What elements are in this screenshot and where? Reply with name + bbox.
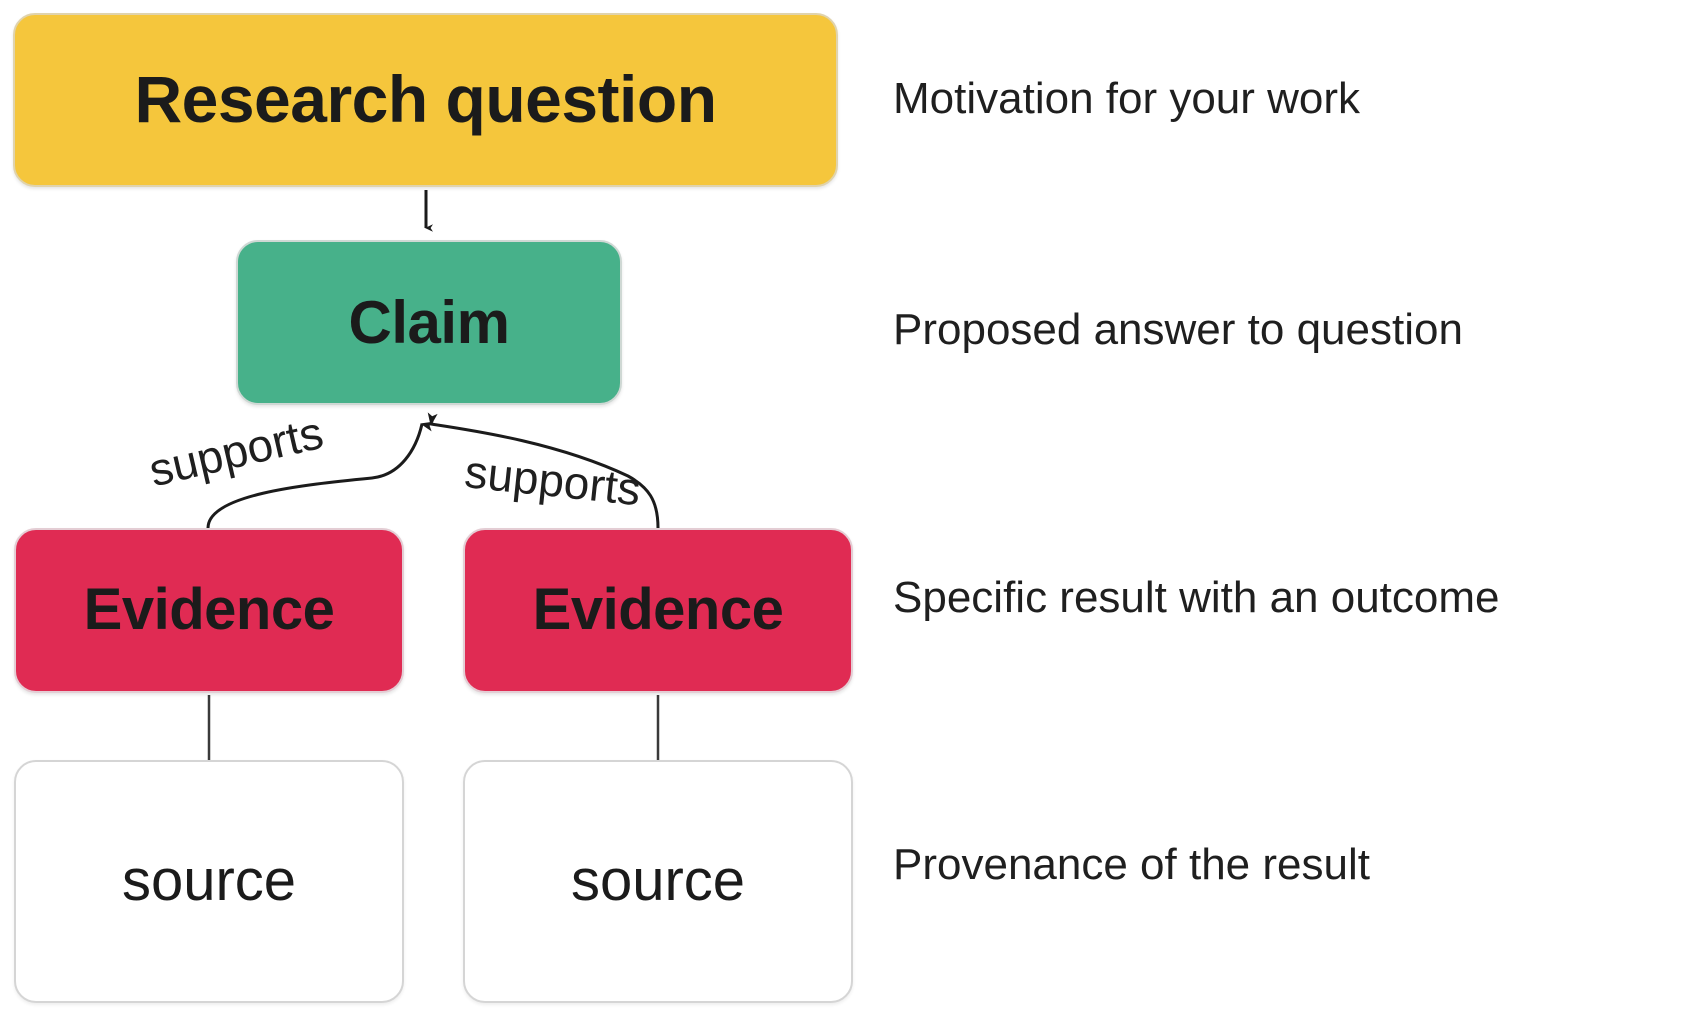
node-evidence-1-label: Evidence: [83, 577, 335, 643]
node-claim[interactable]: Claim: [236, 240, 622, 405]
legend-text-research-question: Motivation for your work: [893, 74, 1361, 123]
edge-label-supports-2: supports: [462, 445, 644, 516]
node-research-question-label: Research question: [134, 62, 717, 137]
node-source-2[interactable]: source: [463, 760, 853, 1003]
node-source-2-label: source: [570, 848, 746, 914]
legend-text-claim: Proposed answer to question: [893, 305, 1463, 354]
node-evidence-2-label: Evidence: [532, 577, 784, 643]
node-claim-label: Claim: [348, 289, 510, 356]
node-source-1[interactable]: source: [14, 760, 404, 1003]
node-evidence-1[interactable]: Evidence: [14, 528, 404, 693]
node-research-question[interactable]: Research question: [13, 13, 838, 187]
node-evidence-2[interactable]: Evidence: [463, 528, 853, 693]
legend-text-evidence: Specific result with an outcome: [893, 573, 1500, 622]
node-source-1-label: source: [121, 848, 297, 914]
edge-label-supports-1: supports: [144, 405, 328, 497]
legend-text-source: Provenance of the result: [893, 840, 1370, 889]
